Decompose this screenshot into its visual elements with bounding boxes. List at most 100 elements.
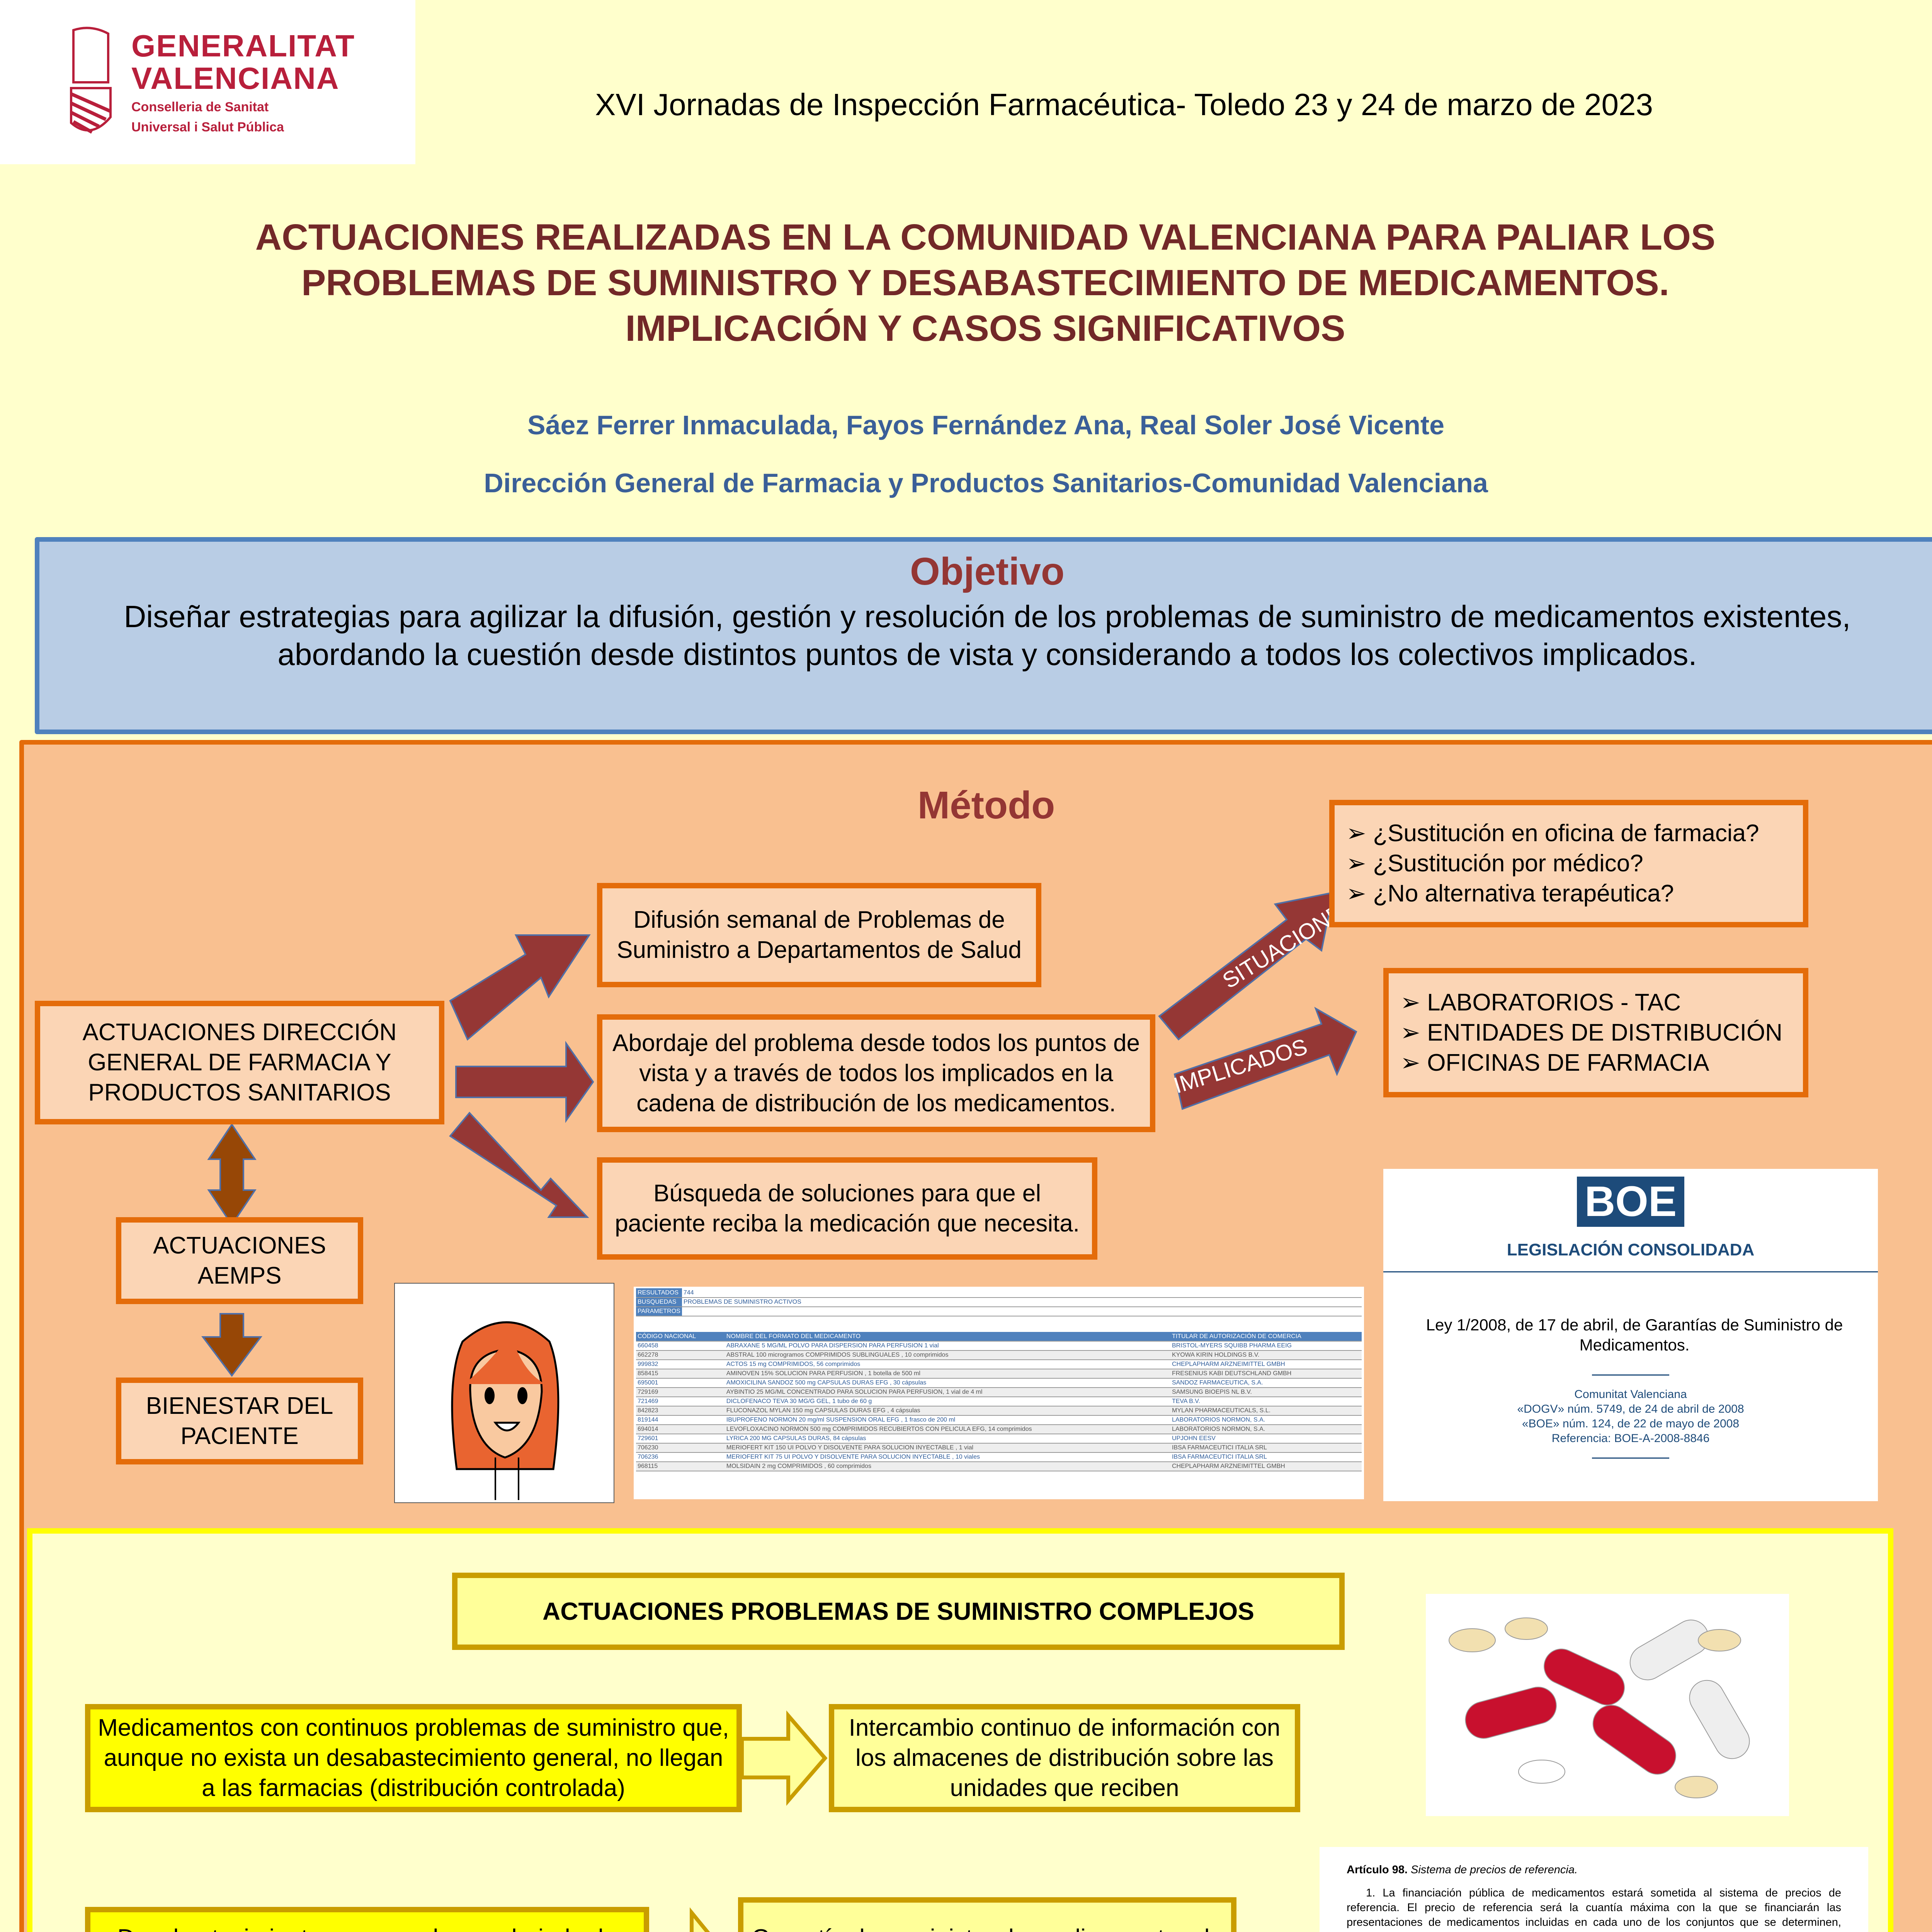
complejos-heading: ACTUACIONES PROBLEMAS DE SUMINISTRO COMP… — [452, 1573, 1345, 1650]
sheet-meta-key: PARAMETROS — [636, 1307, 682, 1316]
logo-name-line2: VALENCIANA — [131, 61, 340, 95]
arrow-to-busqueda — [449, 1111, 589, 1218]
sheet-meta-value: 744 — [682, 1288, 1362, 1298]
arrow-to-abordaje — [455, 1041, 594, 1123]
article-subtitle: Sistema de precios de referencia. — [1411, 1864, 1578, 1876]
boe-reference: Referencia: BOE-A-2008-8846 — [1551, 1432, 1710, 1445]
aemps-box: ACTUACIONES AEMPS — [116, 1217, 363, 1304]
sheet-column-header: NOMBRE DEL FORMATO DEL MEDICAMENTO — [724, 1332, 1170, 1342]
sheet-cell: 729169 — [636, 1388, 725, 1397]
sheet-cell: 695001 — [636, 1378, 725, 1388]
sheet-cell: TEVA B.V. — [1170, 1397, 1362, 1406]
sheet-cell: AYBINTIO 25 MG/ML CONCENTRADO PARA SOLUC… — [724, 1388, 1170, 1397]
sheet-cell: MERIOFERT KIT 150 UI POLVO Y DISOLVENTE … — [724, 1443, 1170, 1453]
sheet-cell: 968115 — [636, 1462, 725, 1471]
logo-dept-line1: Conselleria de Sanitat — [131, 99, 269, 114]
patient-illustration — [394, 1283, 614, 1503]
sheet-cell: 706236 — [636, 1452, 725, 1462]
implicado-item: OFICINAS DE FARMACIA — [1400, 1048, 1782, 1078]
sheet-cell: LABORATORIOS NORMON, S.A. — [1170, 1415, 1362, 1425]
sheet-meta-key: RESULTADOS — [636, 1288, 682, 1298]
sheet-cell: LEVOFLOXACINO NORMON 500 mg COMPRIMIDOS … — [724, 1425, 1170, 1434]
woman-face-icon — [451, 1321, 560, 1500]
implicado-item: LABORATORIOS - TAC — [1400, 988, 1782, 1018]
sheet-cell: UPJOHN EESV — [1170, 1434, 1362, 1444]
situacion-item: ¿Sustitución en oficina de farmacia? — [1346, 818, 1759, 849]
sheet-cell: 706230 — [636, 1443, 725, 1453]
sheet-cell: LABORATORIOS NORMON, S.A. — [1170, 1425, 1362, 1434]
sheet-cell: BRISTOL-MYERS SQUIBB PHARMA EEIG — [1170, 1341, 1362, 1351]
sheet-cell: 660458 — [636, 1341, 725, 1351]
sheet-column-header: CÓDIGO NACIONAL — [636, 1332, 725, 1342]
sheet-cell: IBSA FARMACEUTICI ITALIA SRL — [1170, 1452, 1362, 1462]
sheet-cell: SANDOZ FARMACEUTICA, S.A. — [1170, 1378, 1362, 1388]
sheet-cell: CHEPLAPHARM ARZNEIMITTEL GMBH — [1170, 1360, 1362, 1369]
sheet-cell: 999832 — [636, 1360, 725, 1369]
sheet-cell: AMOXICILINA SANDOZ 500 mg CAPSULAS DURAS… — [724, 1378, 1170, 1388]
conference-name: XVI Jornadas de Inspección Farmacéutica-… — [595, 87, 1653, 122]
arrow-to-difusion — [449, 934, 591, 1041]
arrow-implicados — [1173, 1007, 1357, 1110]
authors: Sáez Ferrer Inmaculada, Fayos Fernández … — [527, 410, 1445, 440]
action-abordaje: Abordaje del problema desde todos los pu… — [597, 1014, 1155, 1132]
boe-heading: LEGISLACIÓN CONSOLIDADA — [1507, 1240, 1755, 1259]
action-busqueda: Búsqueda de soluciones para que el pacie… — [597, 1157, 1097, 1260]
sheet-cell: ABRAXANE 5 MG/ML POLVO PARA DISPERSION P… — [724, 1341, 1170, 1351]
title-line: PROBLEMAS DE SUMINISTRO Y DESABASTECIMIE… — [301, 262, 1669, 303]
objetivo-heading: Objetivo — [910, 550, 1065, 593]
sheet-cell: 721469 — [636, 1397, 725, 1406]
situaciones-box: ¿Sustitución en oficina de farmacia? ¿Su… — [1329, 800, 1808, 927]
action-box: Garantía de suministro de medicamentos d… — [738, 1897, 1236, 1932]
sheet-cell: ACTOS 15 mg COMPRIMIDOS, 56 comprimidos — [724, 1360, 1170, 1369]
objetivo-section: Objetivo Diseñar estrategias para agiliz… — [35, 537, 1932, 734]
article-title: Artículo 98. — [1347, 1864, 1408, 1876]
arrow-down-bienestar — [201, 1313, 262, 1377]
sheet-cell: MERIOFERT KIT 75 UI POLVO Y DISOLVENTE P… — [724, 1452, 1170, 1462]
sheet-cell: 842823 — [636, 1406, 725, 1416]
arrow-right-icon — [740, 1710, 828, 1806]
sheet-cell: MYLAN PHARMACEUTICALS, S.L. — [1170, 1406, 1362, 1416]
situacion-item: ¿Sustitución por médico? — [1346, 849, 1759, 879]
problem-box: Desabastecimientos provocados por bajada… — [85, 1907, 649, 1932]
main-actions-box: ACTUACIONES DIRECCIÓN GENERAL DE FARMACI… — [35, 1001, 444, 1124]
boe-document: BOE LEGISLACIÓN CONSOLIDADA Ley 1/2008, … — [1383, 1169, 1878, 1501]
flow-arrows: SITUACIONES IMPLICADOS — [201, 891, 1360, 1377]
boe-logo: BOE — [1577, 1177, 1685, 1227]
sheet-cell: 694014 — [636, 1425, 725, 1434]
metodo-heading: Método — [917, 784, 1055, 827]
objetivo-text: Diseñar estrategias para agilizar la dif… — [124, 599, 1851, 672]
boe-law-title: Ley 1/2008, de 17 de abril, de Garantías… — [1426, 1316, 1843, 1354]
action-difusion: Difusión semanal de Problemas de Suminis… — [597, 883, 1041, 987]
sheet-cell: 858415 — [636, 1369, 725, 1379]
logo-name-line1: GENERALITAT — [131, 28, 355, 63]
implicados-box: LABORATORIOS - TAC ENTIDADES DE DISTRIBU… — [1383, 968, 1808, 1097]
sheet-cell: MOLSIDAIN 2 mg COMPRIMIDOS , 60 comprimi… — [724, 1462, 1170, 1471]
sheet-cell: 819144 — [636, 1415, 725, 1425]
sheet-cell: FRESENIUS KABI DEUTSCHLAND GMBH — [1170, 1369, 1362, 1379]
sheet-meta-value: PROBLEMAS DE SUMINISTRO ACTIVOS — [682, 1298, 1362, 1307]
articulo-98-text: Artículo 98. Sistema de precios de refer… — [1320, 1847, 1868, 1932]
sheet-meta-value — [682, 1307, 1362, 1316]
sheet-cell: CHEPLAPHARM ARZNEIMITTEL GMBH — [1170, 1462, 1362, 1471]
implicado-item: ENTIDADES DE DISTRIBUCIÓN — [1400, 1018, 1782, 1048]
sheet-cell: 662278 — [636, 1350, 725, 1360]
sheet-cell: KYOWA KIRIN HOLDINGS B.V. — [1170, 1350, 1362, 1360]
situacion-item: ¿No alternativa terapéutica? — [1346, 879, 1759, 909]
sheet-cell: AMINOVEN 15% SOLUCION PARA PERFUSION , 1… — [724, 1369, 1170, 1379]
poster-title: ACTUACIONES REALIZADAS EN LA COMUNIDAD V… — [77, 214, 1893, 351]
title-line: IMPLICACIÓN Y CASOS SIGNIFICATIVOS — [625, 308, 1345, 349]
